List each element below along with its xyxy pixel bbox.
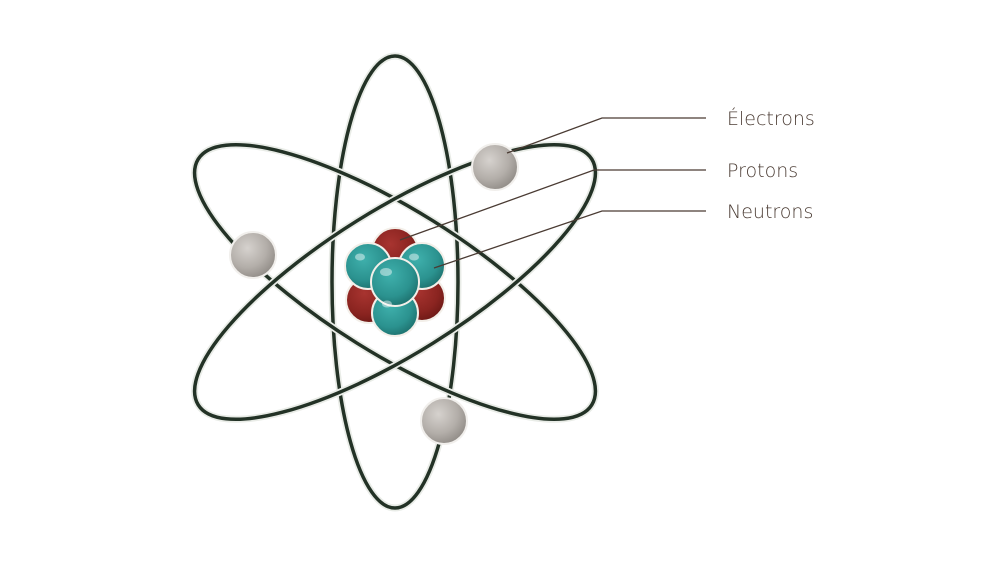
leader-line-protons (399, 169, 706, 241)
label-neutrons: Neutrons (727, 201, 813, 223)
leader-line-neutrons (433, 210, 706, 269)
electron (229, 231, 277, 279)
leader-line-electrons (506, 117, 706, 154)
orbit-tilted-left (191, 141, 599, 423)
nucleus (344, 227, 446, 337)
label-electrons: Électrons (727, 107, 815, 130)
orbit-tilted-right (191, 141, 599, 423)
orbits (191, 52, 599, 512)
orbit-vertical (328, 52, 462, 512)
electron (471, 143, 519, 191)
labels: Électrons Protons Neutrons (727, 107, 815, 223)
neutron (370, 257, 420, 307)
electron (420, 397, 468, 445)
leader-lines (399, 117, 706, 269)
label-protons: Protons (727, 160, 798, 182)
electrons (229, 143, 519, 445)
